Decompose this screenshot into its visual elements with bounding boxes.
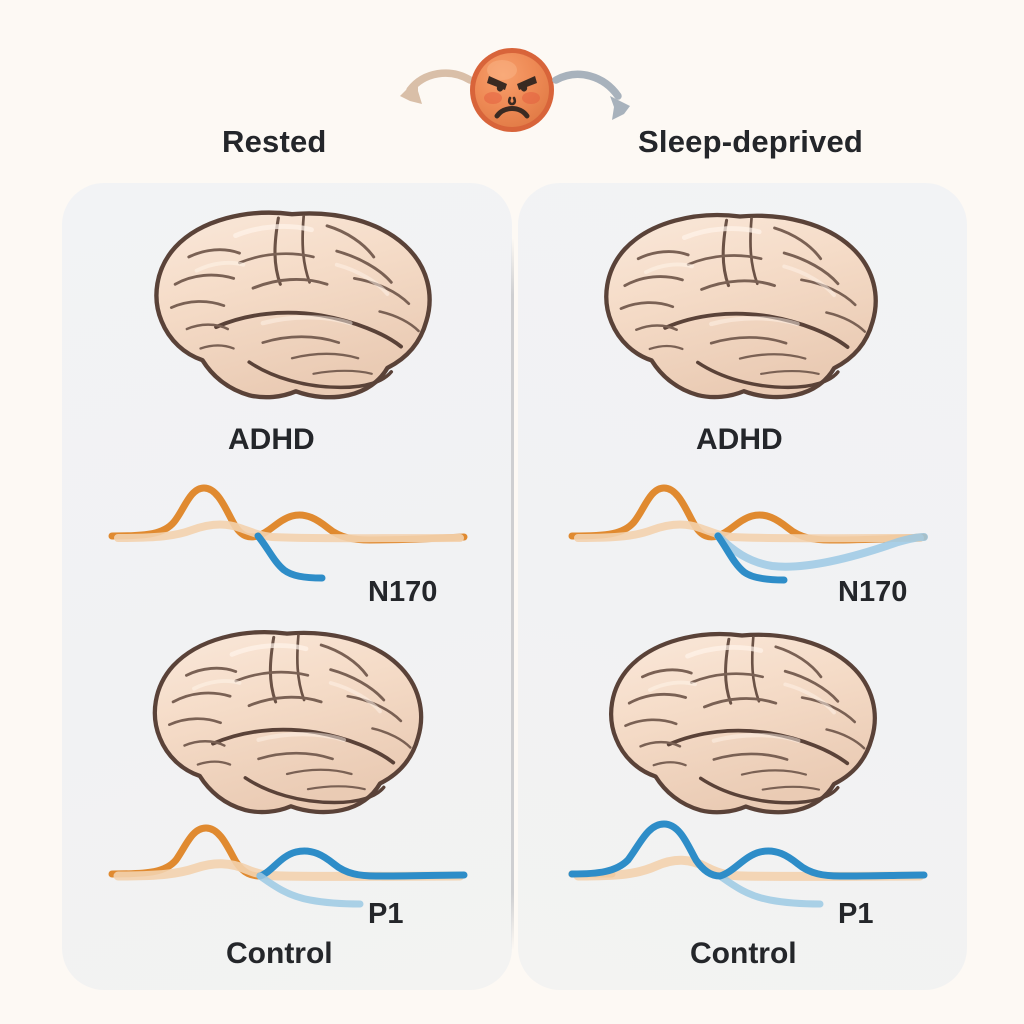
brain-lateral-icon: [134, 626, 440, 830]
brain-lateral-icon: [596, 206, 884, 418]
group-label-adhd-rested: ADHD: [228, 423, 315, 456]
component-label-p1-sleep-deprived: P1: [838, 898, 874, 930]
component-label-p1-rested: P1: [368, 898, 404, 930]
erp-waveform-control-rested: [108, 824, 468, 908]
curved-arrow-left-icon: [400, 69, 474, 104]
brain-lateral-icon: [146, 204, 438, 418]
column-header-sleep-deprived: Sleep-deprived: [638, 124, 864, 159]
group-label-control-sleep-deprived: Control: [690, 937, 797, 970]
erp-waveform-adhd-sleep-deprived: [568, 484, 928, 584]
column-header-rested: Rested: [222, 124, 327, 159]
curved-arrow-right-icon: [552, 70, 630, 120]
group-label-control-rested: Control: [226, 937, 333, 970]
brain-lateral-icon: [592, 628, 892, 830]
component-label-n170-sleep-deprived: N170: [838, 576, 908, 608]
panel-divider: [511, 238, 514, 950]
component-label-n170-rested: N170: [368, 576, 438, 608]
angry-face-emoji: [470, 48, 554, 132]
group-label-adhd-sleep-deprived: ADHD: [696, 423, 783, 456]
erp-waveform-control-sleep-deprived: [568, 820, 928, 908]
erp-waveform-adhd-rested: [108, 484, 468, 582]
